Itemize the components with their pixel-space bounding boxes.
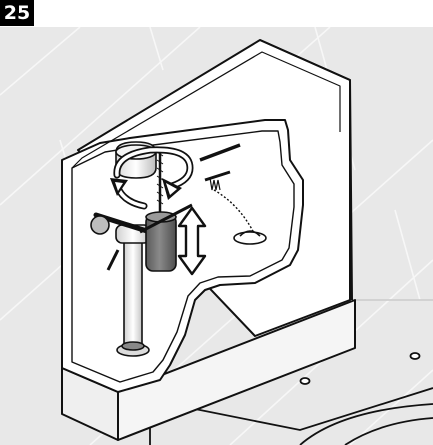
rotate-arrow-icon [110,146,194,210]
toilet-bowl [149,299,433,445]
step-number-badge: 25 [0,0,34,26]
cistern-illustration [0,27,433,445]
up-down-arrow-icon [177,206,207,276]
flush-chain [204,170,267,245]
